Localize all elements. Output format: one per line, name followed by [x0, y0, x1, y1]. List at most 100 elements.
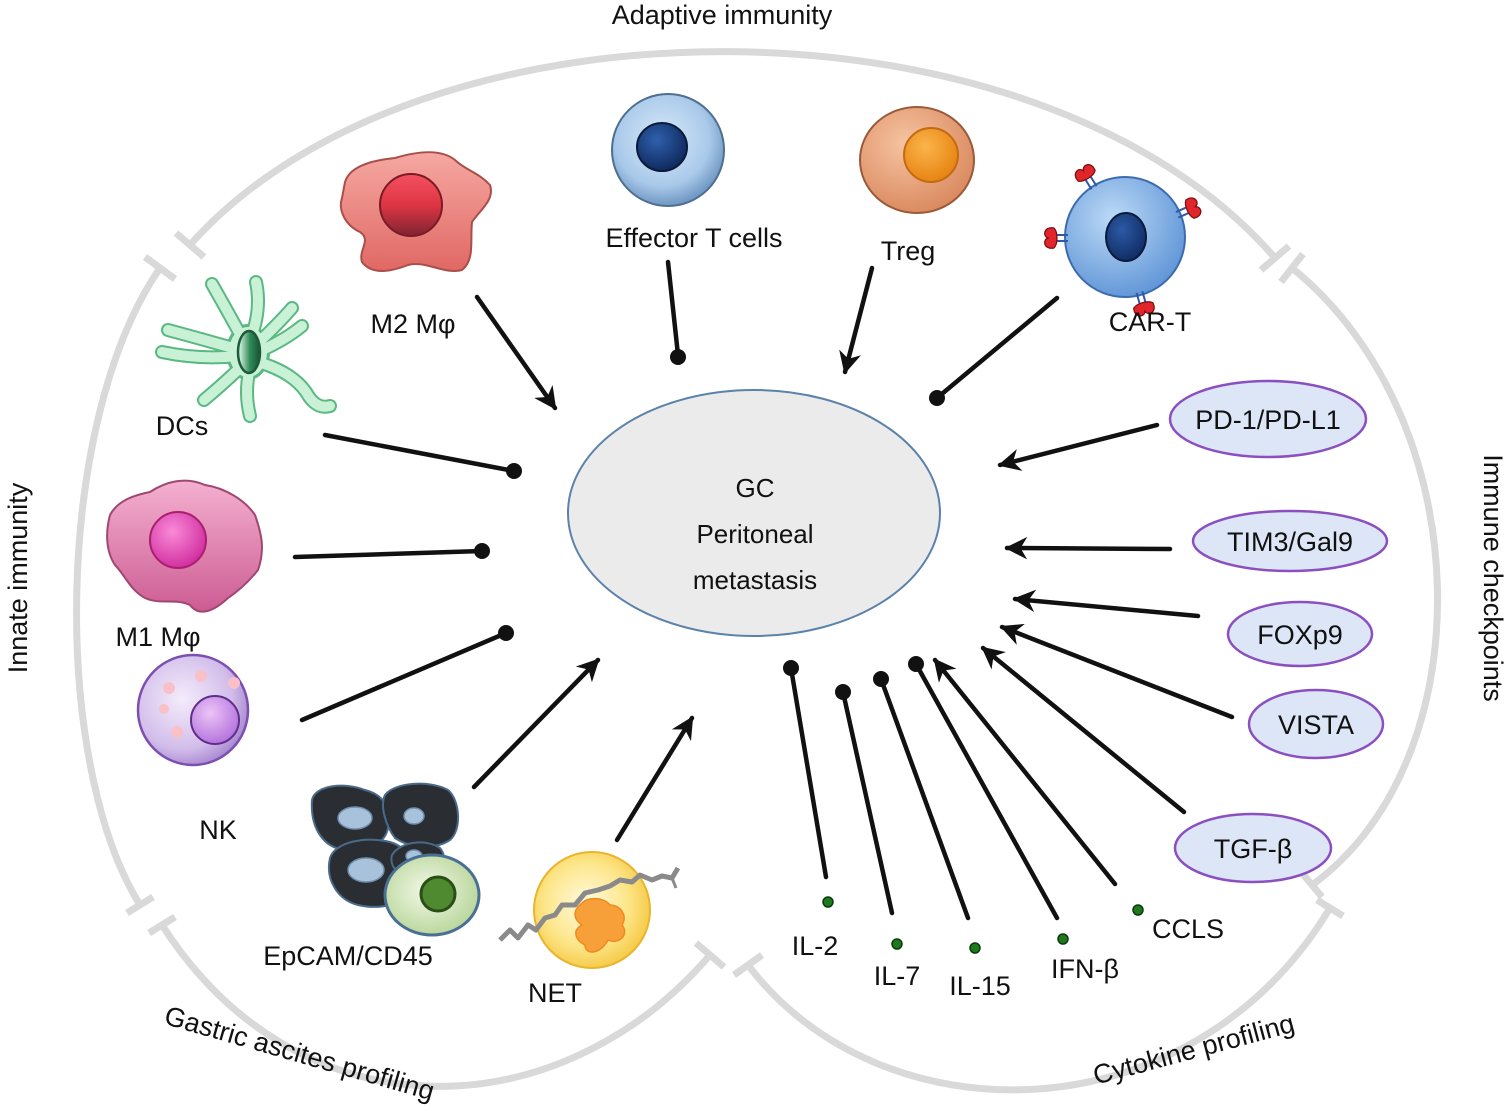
cytokine-label-il2: IL-2 [792, 931, 839, 961]
m1-macrophage-cell-icon [106, 479, 263, 613]
center-oval [567, 389, 941, 637]
car-receptor-icon [1133, 290, 1155, 317]
m2-macrophage-label: M2 Mφ [370, 309, 455, 339]
m2-macrophage-cell-icon [340, 151, 492, 273]
car-t-cell-icon [1044, 164, 1202, 317]
outer-ring [73, 48, 1442, 1094]
net-cell-icon [498, 851, 681, 969]
car-t-inhibition-line [934, 295, 1060, 401]
tumor-cell-nucleus [337, 806, 373, 830]
il7-cytokine-dot [891, 938, 903, 950]
ring-bar [142, 254, 178, 282]
il15-inhibition-dot [873, 671, 889, 687]
il2-inhibition-dot [783, 660, 799, 676]
checkpoint-pd1-pdl1: PD-1/PD-L1 [1168, 379, 1368, 459]
ring-bar [731, 952, 765, 978]
effector-t-cells-label: Effector T cells [605, 223, 782, 253]
cytokine-label-ifn-beta: IFN-β [1051, 954, 1119, 984]
treg-label: Treg [881, 236, 936, 266]
m1-macrophage-nucleus [149, 511, 207, 569]
il2-inhibition-line [788, 665, 829, 880]
net-label: NET [528, 978, 582, 1008]
nk-granule [171, 726, 183, 738]
immune-cell-green-nucleus [419, 875, 457, 913]
center-node: GC Peritoneal metastasis [567, 389, 941, 637]
il15-cytokine-dot [969, 942, 981, 954]
dcs-inhibition-line [322, 432, 517, 474]
dendritic-cell-fill [157, 277, 335, 421]
checkpoint-oval [1173, 812, 1333, 884]
pd1-pdl1-arrow [997, 422, 1160, 471]
ring-bar [1315, 897, 1345, 919]
center-label-line: GC [736, 473, 775, 503]
dendritic-cell-icon [155, 275, 337, 423]
car-t-label: CAR-T [1109, 307, 1192, 337]
ifn-beta-inhibition-line [913, 661, 1060, 921]
net-chromatin-strand-tail [670, 877, 678, 889]
ifn-beta-inhibition-dot [908, 656, 924, 672]
dcs-inhibition-dot [506, 463, 522, 479]
cytokine-label-il15: IL-15 [949, 971, 1011, 1001]
epcam-cd45-arrow [471, 657, 601, 790]
nk-inhibition-dot [498, 625, 514, 641]
ring-bar [1258, 243, 1292, 273]
center-label-line: Peritoneal [696, 519, 813, 549]
checkpoint-label: TGF-β [1214, 834, 1293, 864]
vista-arrow [999, 623, 1235, 720]
nk-granule [163, 682, 175, 694]
ring-arc-cytokine [745, 906, 1333, 1094]
section-label-immune-checkpoints: Immune checkpoints [1478, 454, 1508, 702]
nk-cell-icon [136, 653, 250, 767]
checkpoint-oval [1247, 688, 1385, 760]
car-receptor-icon [1074, 164, 1098, 190]
ccls-cytokine-dot [1132, 904, 1144, 916]
checkpoint-label: VISTA [1278, 710, 1354, 740]
checkpoint-label: FOXp9 [1257, 620, 1343, 650]
ring-bar [1299, 870, 1325, 900]
checkpoint-tim3-gal9: TIM3/Gal9 [1191, 509, 1389, 573]
car-t-inhibition-dot [929, 390, 945, 406]
checkpoint-label: PD-1/PD-L1 [1195, 405, 1341, 435]
ring-bar [693, 940, 727, 970]
epcam-cd45-label: EpCAM/CD45 [263, 941, 433, 971]
il7-inhibition-dot [835, 684, 851, 700]
epcam-cd45-cells-icon [310, 782, 481, 937]
tumor-cell-nucleus [403, 807, 425, 825]
ring-arc-innate [73, 266, 163, 907]
cytokine-label-ccls: CCLS [1152, 914, 1224, 944]
nk-granule [195, 670, 207, 682]
effector-t-cell-nucleus [636, 122, 688, 172]
m2-macrophage-nucleus [379, 173, 443, 237]
il7-inhibition-line [840, 689, 895, 916]
tumor-cell-nucleus [347, 857, 385, 883]
ring-bar [1278, 251, 1306, 285]
foxp9-arrow [1012, 589, 1201, 619]
nk-granule [228, 677, 240, 689]
checkpoint-oval [1226, 600, 1374, 668]
checkpoint-foxp9: FOXp9 [1226, 600, 1374, 668]
ring-arc-checkpoints [1289, 265, 1442, 888]
effector-t-inhibition-line [665, 259, 681, 358]
checkpoint-oval [1168, 379, 1368, 459]
checkpoint-vista: VISTA [1247, 688, 1385, 760]
m1-macrophage-label: M1 Mφ [115, 622, 200, 652]
effector-t-cell-icon [611, 93, 725, 207]
section-label-adaptive-immunity: Adaptive immunity [612, 0, 833, 30]
tgf-beta-arrow [980, 645, 1187, 815]
ccls-arrow [932, 657, 1118, 887]
il15-inhibition-line [878, 676, 971, 921]
treg-cell-nucleus [903, 127, 959, 183]
net-chromatin-strand [498, 866, 681, 942]
car-receptor-icon [1175, 197, 1202, 219]
neutrophil-nucleus [574, 897, 626, 953]
checkpoint-tgf-beta: TGF-β [1173, 812, 1333, 884]
nk-granule [159, 704, 169, 714]
ring-bar [125, 894, 155, 916]
section-label-gastric-ascites-profiling: Gastric ascites profiling [161, 1000, 438, 1106]
center-label-line: metastasis [693, 565, 817, 595]
m1-macrophage-inhibition-dot [474, 543, 490, 559]
ring-bar [147, 914, 177, 936]
car-receptor-icon [1044, 227, 1068, 249]
cytokine-label-il7: IL-7 [874, 961, 921, 991]
